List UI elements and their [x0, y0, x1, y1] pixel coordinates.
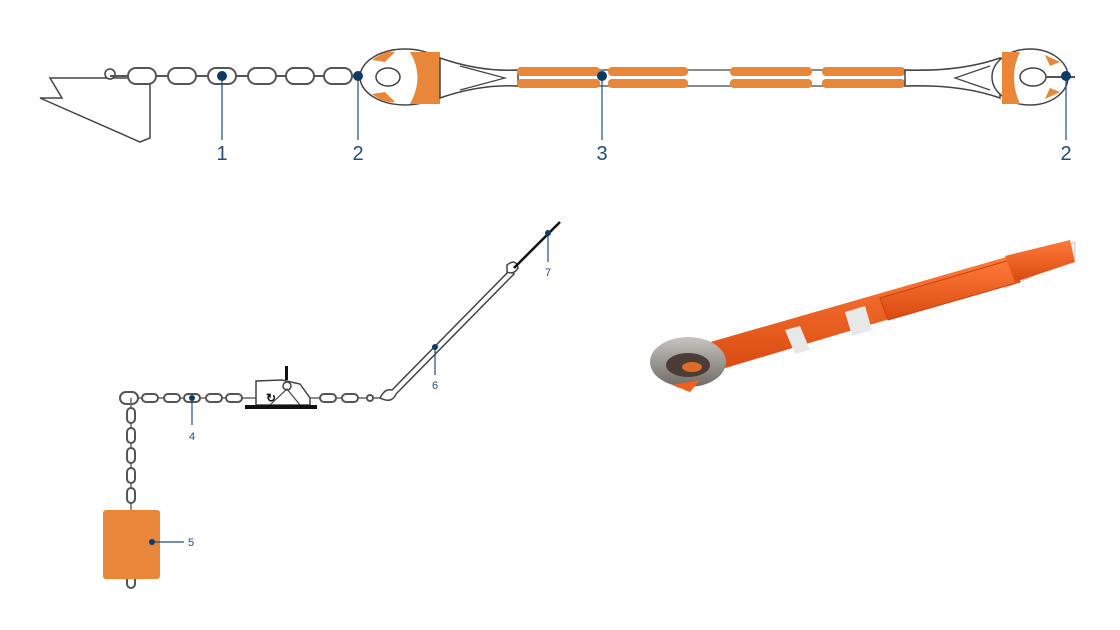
- svg-text:3: 3: [596, 143, 607, 165]
- svg-text:1: 1: [216, 143, 227, 165]
- anchor-icon: [39, 68, 151, 143]
- callout-2-left: 2: [352, 71, 364, 165]
- horizontal-chain: [119, 391, 385, 405]
- callout-5: 5: [149, 537, 194, 549]
- mooring-weight: [103, 510, 160, 579]
- callout-6: 6: [432, 344, 438, 392]
- callout-4: 4: [189, 395, 195, 443]
- svg-text:2: 2: [352, 143, 363, 165]
- bottom-diagram: ↻ 4 5 6 7: [103, 221, 561, 589]
- rope-splice-right: [904, 56, 1001, 100]
- rope-with-sleeves: [515, 67, 960, 88]
- callout-1: 1: [216, 71, 228, 165]
- svg-text:7: 7: [545, 267, 551, 279]
- top-chain: [110, 67, 375, 85]
- right-thimble: [991, 48, 1075, 106]
- top-diagram: 1 2 3 2: [39, 48, 1075, 165]
- rope-eye-render: [650, 240, 1076, 392]
- windlass-icon: ↻: [245, 366, 317, 409]
- svg-text:↻: ↻: [266, 391, 276, 405]
- rope-6: [378, 221, 561, 401]
- svg-text:6: 6: [432, 380, 438, 392]
- callout-2-right: 2: [1060, 71, 1072, 165]
- callout-7: 7: [545, 230, 551, 279]
- svg-text:4: 4: [189, 431, 195, 443]
- callout-3: 3: [596, 71, 608, 165]
- left-thimble: [359, 48, 451, 106]
- svg-text:5: 5: [188, 537, 194, 549]
- svg-text:2: 2: [1060, 143, 1071, 165]
